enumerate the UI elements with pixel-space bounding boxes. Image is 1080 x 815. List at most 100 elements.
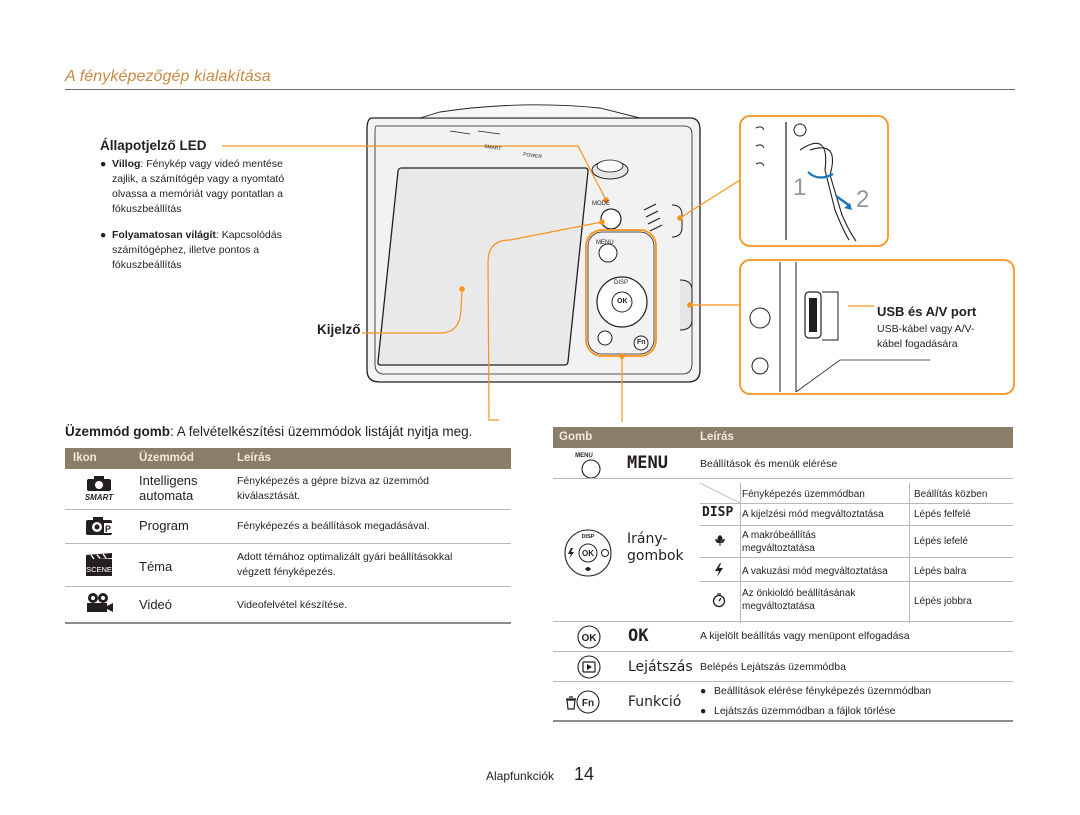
timer-desc: Az önkioldó beállításának megváltoztatás…	[742, 588, 856, 612]
fn-button-icon: Fn	[564, 688, 604, 721]
strap-detail	[739, 115, 889, 247]
menu-text: MENU	[596, 240, 614, 246]
row-divider	[553, 651, 1013, 652]
macro-desc: A makróbeállítás megváltoztatása	[742, 530, 816, 554]
status-led-bullet-1: ●Villog: Fénykép vagy videó mentése zajl…	[100, 158, 285, 215]
svg-text:Fn: Fn	[582, 698, 594, 709]
svg-text:SCENE: SCENE	[86, 565, 112, 574]
svg-text:MENU: MENU	[575, 453, 593, 459]
disp-icon: DISP	[702, 505, 734, 520]
title-divider	[65, 89, 1015, 90]
mode-name-movie: Videó	[139, 597, 173, 612]
svg-text:OK: OK	[582, 633, 598, 644]
header-button: Gomb	[559, 431, 593, 443]
menu-label: MENU	[627, 453, 668, 473]
ok-text: OK	[617, 298, 628, 305]
row-divider	[553, 478, 1013, 479]
flash-icon	[713, 562, 725, 583]
display-label: Kijelző	[317, 322, 361, 337]
mode-button-caption: Üzemmód gomb: A felvételkészítési üzemmó…	[65, 424, 473, 439]
row-divider	[553, 681, 1013, 682]
svg-text:P: P	[105, 524, 111, 534]
smart-auto-icon: SMART	[84, 475, 116, 506]
mode-desc-smart: Fényképezés a gépre bízva az üzemmód kiv…	[237, 475, 430, 502]
row-divider	[65, 586, 511, 587]
strap-callout-line	[679, 179, 741, 219]
disp-text: DISP	[614, 280, 629, 286]
display-callout-line	[362, 289, 463, 334]
flash-desc: A vakuzási mód megváltoztatása	[742, 566, 888, 577]
mode-button	[600, 208, 622, 230]
ok-button-icon: OK	[576, 624, 602, 655]
camera-screen	[377, 167, 589, 366]
mode-text: MODE	[592, 201, 610, 207]
header-desc: Leírás	[237, 452, 271, 464]
disp-desc: A kijelzési mód megváltoztatása	[742, 509, 884, 520]
flash-action: Lépés balra	[914, 566, 967, 577]
footer-section: Alapfunkciók	[486, 769, 555, 783]
subtable-header-setting: Beállítás közben	[914, 489, 988, 500]
header-icon: Ikon	[73, 452, 97, 464]
row-divider	[700, 525, 1013, 526]
timer-icon	[711, 592, 727, 613]
row-divider	[700, 503, 1013, 504]
ok-desc: A kijelölt beállítás vagy menüpont elfog…	[700, 630, 910, 642]
row-divider	[553, 621, 1013, 622]
button-table-header: Gomb Leírás	[553, 427, 1013, 448]
status-led-title: Állapotjelző LED	[100, 138, 207, 153]
table-bottom-rule	[553, 720, 1013, 722]
function-bullet-2: ●Lejátszás üzemmódban a fájlok törlése	[700, 705, 896, 717]
scene-icon: SCENE	[84, 553, 114, 582]
direction-pad-icon: OK DISP	[560, 528, 616, 585]
macro-icon	[713, 533, 727, 552]
svg-text:OK: OK	[582, 549, 594, 558]
led-callout-line	[222, 145, 607, 201]
page-title: A fényképezőgép kialakítása	[65, 68, 271, 85]
svg-text:DISP: DISP	[582, 534, 595, 540]
status-led-bullet-2: ●Folyamatosan világít: Kapcsolódás számí…	[100, 229, 282, 271]
row-divider	[700, 557, 1013, 558]
usb-description: USB-kábel vagy A/V- kábel fogadására	[877, 323, 975, 350]
mode-callout-line	[487, 221, 603, 421]
program-icon: P	[84, 515, 116, 542]
playback-button-icon	[576, 654, 602, 685]
timer-action: Lépés jobbra	[914, 596, 972, 607]
mode-desc-program: Fényképezés a beállítások megadásával.	[237, 520, 430, 532]
mode-table-header: Ikon Üzemmód Leírás	[65, 448, 511, 469]
fn-text: Fn	[637, 339, 646, 346]
menu-button-icon: MENU	[573, 450, 601, 485]
movie-icon	[84, 592, 116, 619]
direction-name: Irány- gombok	[627, 531, 684, 564]
svg-text:SMART: SMART	[85, 493, 114, 501]
playback-button	[597, 330, 613, 346]
table-bottom-rule	[65, 622, 511, 624]
fn-button	[633, 335, 649, 351]
bullet-term: Folyamatosan világít	[112, 229, 216, 241]
subtable-vline	[909, 483, 910, 623]
menu-button	[598, 243, 618, 263]
ok-label: OK	[628, 626, 649, 646]
strap-step-1: 1	[793, 174, 807, 201]
mode-name-smart: Intelligens automata	[139, 473, 198, 503]
playback-label: Lejátszás	[628, 659, 693, 675]
bullet-term: Villog	[112, 158, 141, 170]
subtable-diagonal	[700, 483, 740, 503]
strap-step-2: 2	[856, 186, 870, 213]
header-description: Leírás	[700, 431, 734, 443]
subtable-vline	[740, 483, 741, 623]
mode-desc-scene: Adott témához optimalizált gyári beállít…	[237, 551, 453, 578]
row-divider	[65, 543, 511, 544]
mode-desc-movie: Videofelvétel készítése.	[237, 599, 348, 611]
usb-title: USB és A/V port	[877, 304, 977, 319]
page-number: 14	[574, 764, 595, 784]
mode-button-term: Üzemmód gomb	[65, 424, 171, 439]
row-divider	[65, 509, 511, 510]
mode-name-scene: Téma	[139, 559, 173, 574]
mode-name-program: Program	[139, 518, 189, 533]
macro-action: Lépés lefelé	[914, 536, 968, 547]
function-bullet-1: ●Beállítások elérése fényképezés üzemmód…	[700, 685, 932, 697]
playback-desc: Belépés Lejátszás üzemmódba	[700, 661, 846, 673]
header-mode: Üzemmód	[139, 452, 194, 464]
subtable-header-shooting: Fényképezés üzemmódban	[742, 489, 865, 500]
